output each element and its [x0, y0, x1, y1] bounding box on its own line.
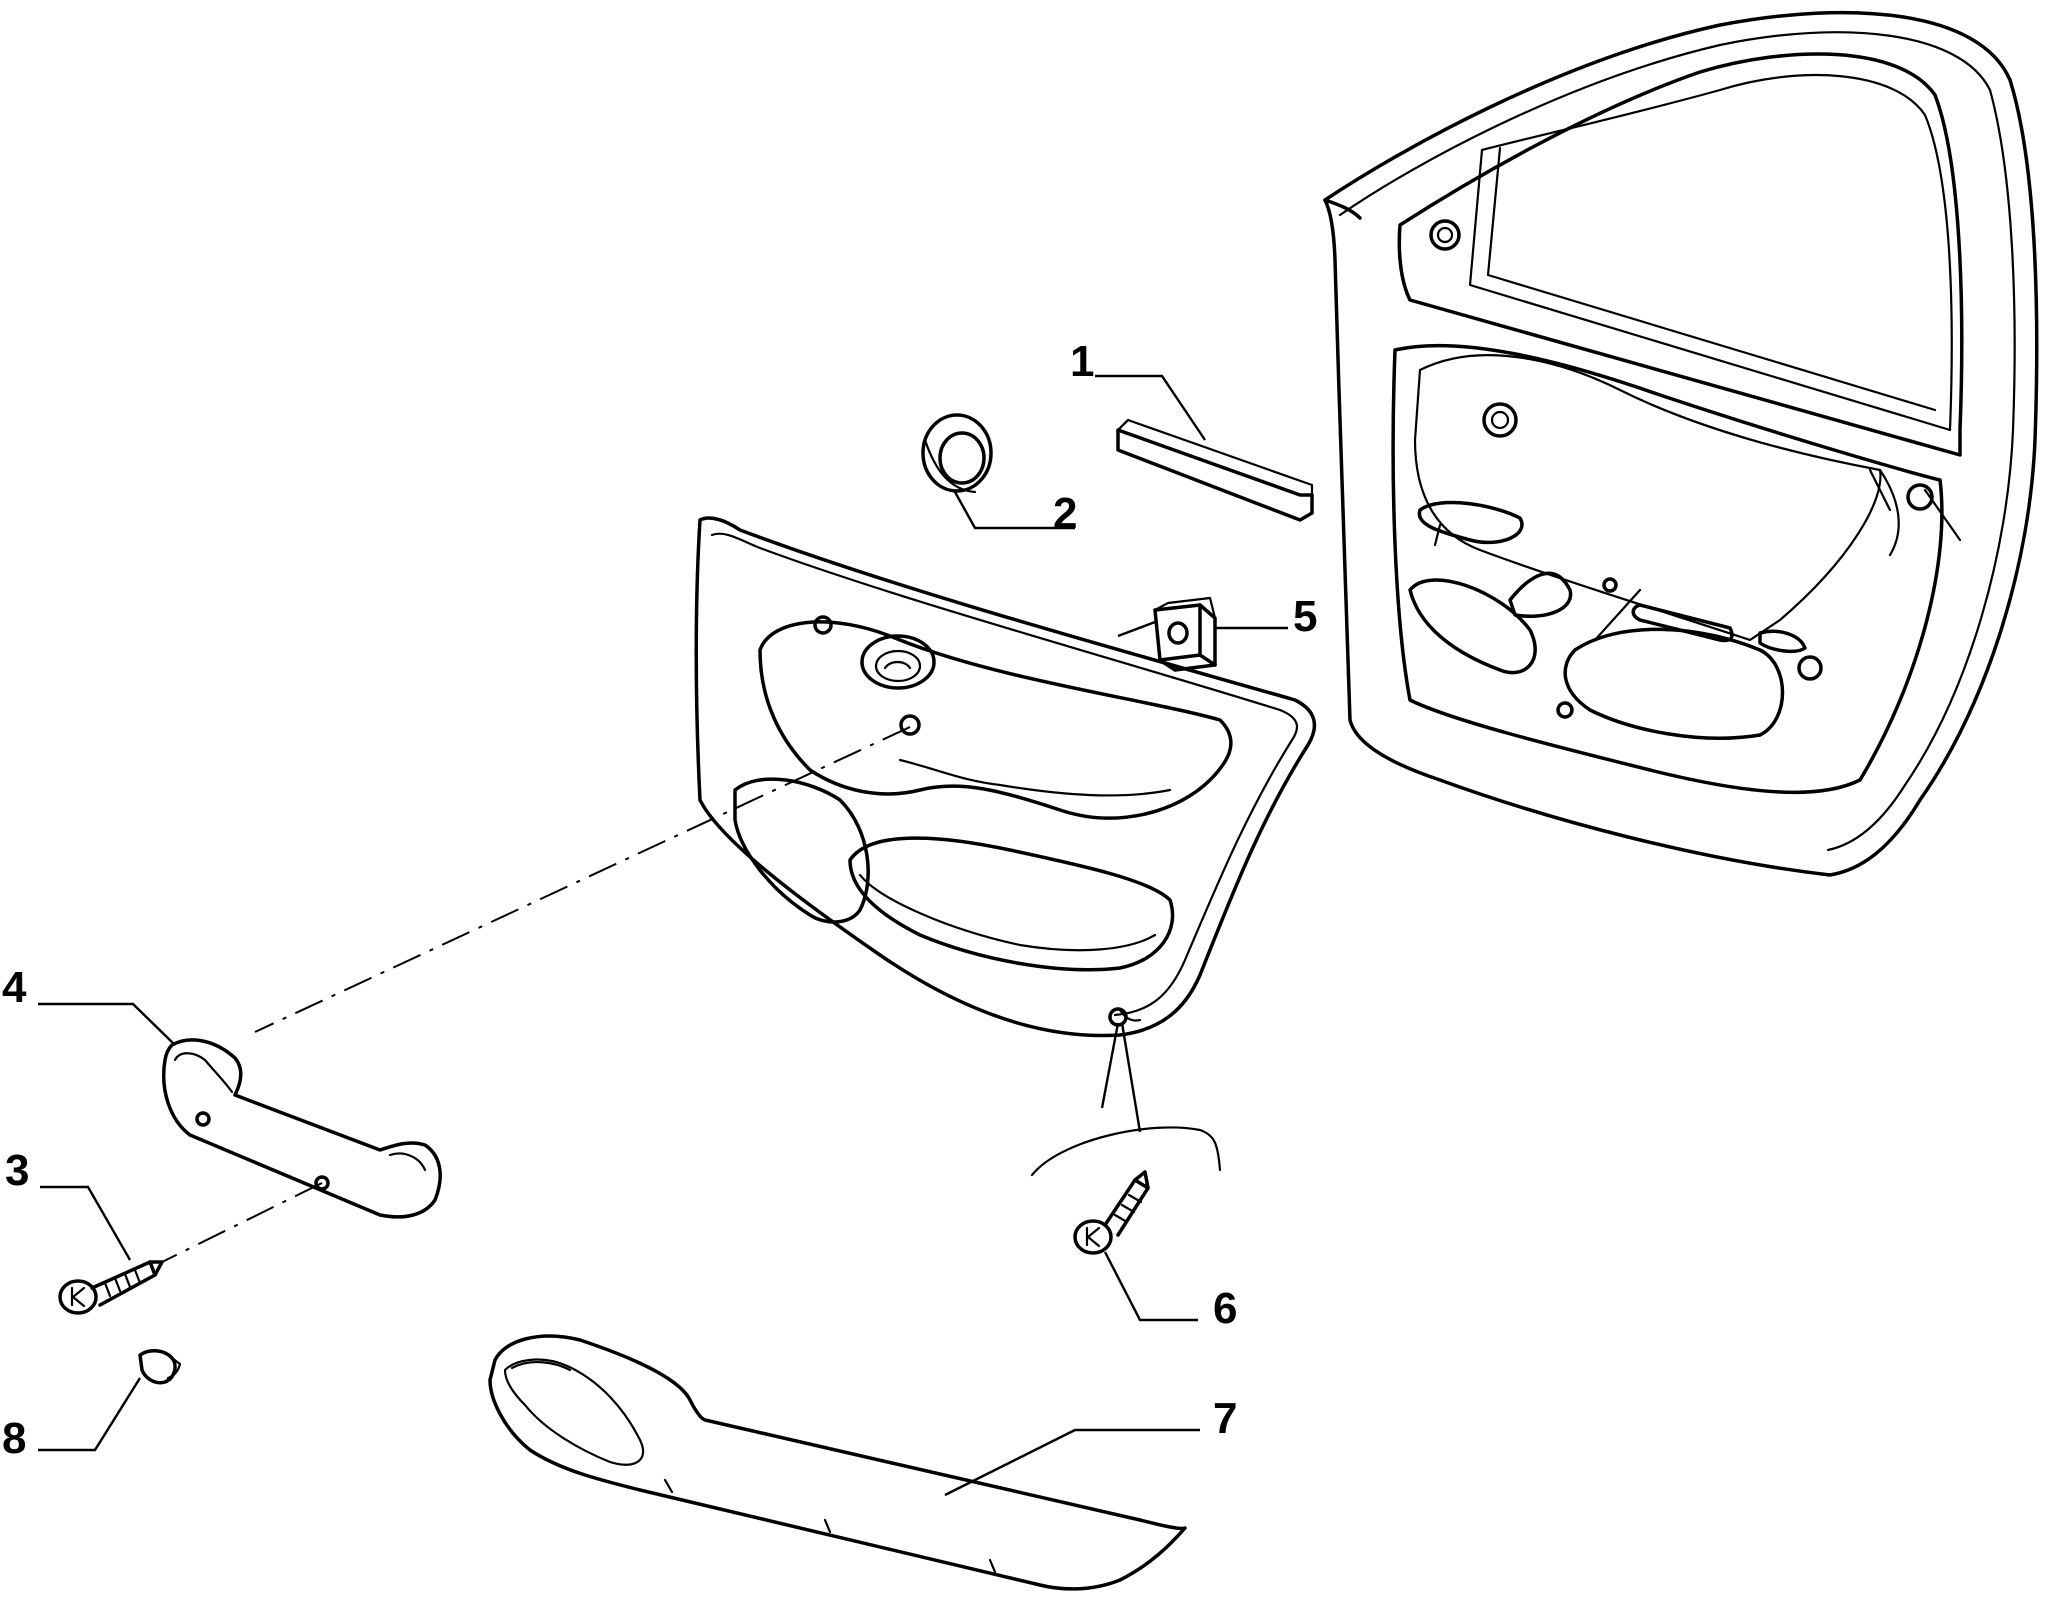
callout-8: 8: [2, 1414, 26, 1463]
part-2-grommet: [921, 413, 993, 494]
callout-1: 1: [1070, 337, 1094, 386]
assembly-axis-lines: [161, 726, 1222, 1263]
leader-7: [944, 1428, 1200, 1497]
part-3-screw: [58, 1260, 164, 1315]
callout-2: 2: [1053, 489, 1077, 538]
leader-4: [38, 1002, 176, 1046]
leader-8: [38, 1377, 142, 1452]
part-1-foam-strip: [1116, 418, 1314, 522]
callout-labels: 1 2 3 4 5 6 7 8: [2, 337, 1317, 1463]
door-trim-panel: [694, 516, 1317, 1038]
leader-2: [953, 491, 1075, 530]
leader-6: [1103, 1251, 1198, 1322]
part-5-clip-nut: [1153, 596, 1217, 672]
leader-lines: [38, 374, 1288, 1497]
callout-4: 4: [2, 963, 27, 1012]
callout-5: 5: [1293, 592, 1317, 641]
part-4-pull-handle: [162, 1038, 442, 1219]
callout-3: 3: [5, 1146, 29, 1195]
part-6-screw: [1073, 1170, 1150, 1255]
part-8-clip: [138, 1349, 182, 1385]
door-shell: [1323, 10, 2039, 877]
part-7-trim-strip: [488, 1334, 1187, 1591]
leader-3: [40, 1185, 132, 1261]
callout-6: 6: [1213, 1284, 1237, 1333]
callout-7: 7: [1213, 1394, 1237, 1443]
leader-1: [1095, 374, 1206, 441]
